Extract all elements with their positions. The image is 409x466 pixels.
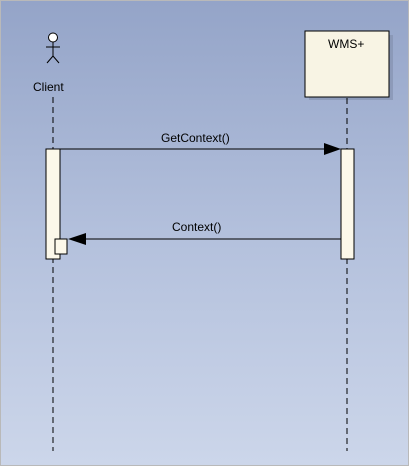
- client-nested-activation-bar[interactable]: [54, 238, 68, 255]
- client-actor-figure[interactable]: [46, 32, 60, 64]
- wms-object-label: WMS+: [328, 37, 365, 51]
- actor-left-leg: [46, 55, 54, 64]
- wms-activation-bar[interactable]: [340, 148, 355, 260]
- message-label-context: Context(): [172, 220, 222, 234]
- client-actor-label: Client: [33, 80, 64, 94]
- message-arrowhead-getcontext: [324, 143, 341, 155]
- actor-right-leg: [52, 55, 60, 64]
- wms-object-box[interactable]: [304, 30, 390, 98]
- client-activation-bar[interactable]: [45, 148, 61, 260]
- message-label-getcontext: GetContext(): [161, 131, 230, 145]
- actor-head: [48, 32, 58, 43]
- message-arrowhead-context: [68, 233, 86, 245]
